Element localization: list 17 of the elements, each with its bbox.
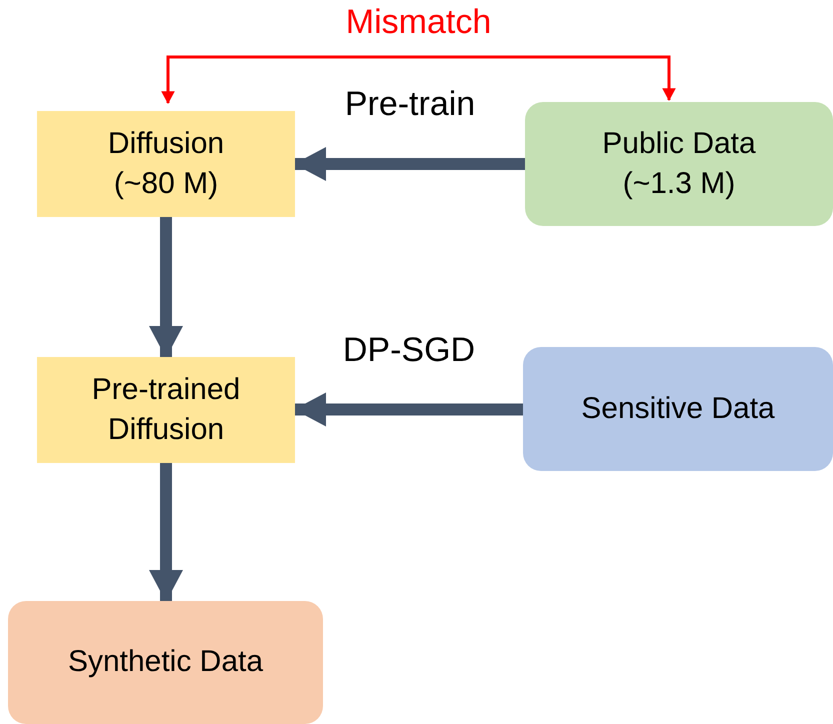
node-text: (~80 M)	[114, 166, 218, 202]
process-box	[523, 347, 833, 471]
arrow	[149, 217, 183, 358]
arrow	[149, 463, 183, 602]
node-text: (~1.3 M)	[622, 166, 736, 202]
arrow	[294, 147, 525, 181]
arrow	[161, 56, 676, 104]
node-text: Synthetic Data	[68, 644, 264, 680]
process-box	[37, 357, 295, 463]
process-box	[37, 111, 295, 217]
node-text: Public Data	[602, 126, 756, 162]
process-box	[525, 102, 833, 226]
node-text: Diffusion	[108, 126, 224, 162]
arrow	[294, 392, 523, 426]
process-box	[8, 601, 323, 724]
node-text: Sensitive Data	[581, 390, 775, 427]
node-text: Pre-trained Diffusion	[90, 372, 242, 448]
